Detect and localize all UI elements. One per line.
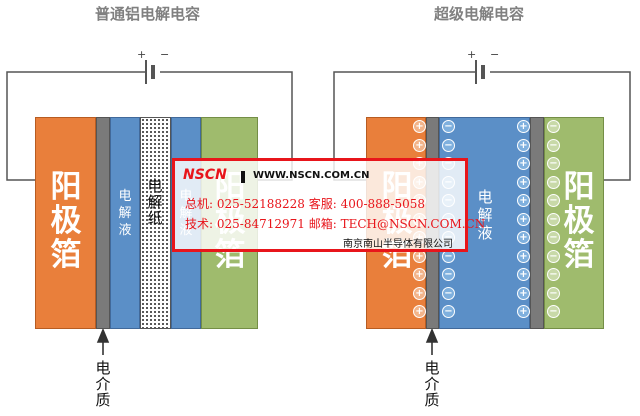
left-battery-minus: − — [160, 48, 169, 61]
electrolyte-positive-ion: + — [517, 175, 530, 189]
left-anode-foil-label: 阳极箔 — [50, 169, 82, 273]
left-electrolytic-paper: 电解纸 — [140, 117, 171, 329]
left-paper-label: 电解纸 — [147, 177, 163, 227]
left-electrolyte-a-label: 电解液 — [118, 189, 132, 238]
cathode-negative-ion: − — [547, 212, 560, 226]
watermark-overlay: NSCN WWW.NSCN.COM.CN 总机: 025-52188228 客服… — [172, 158, 485, 252]
right-battery-minus: − — [490, 48, 499, 61]
electrolyte-negative-ion: − — [442, 268, 455, 281]
right-battery-plus: + — [467, 48, 476, 61]
cathode-negative-ion: − — [547, 120, 560, 133]
left-anode-foil: 阳极箔 — [35, 117, 96, 329]
left-battery-plus: + — [137, 48, 146, 61]
cathode-negative-ion: − — [547, 194, 560, 207]
electrolyte-positive-ion: + — [517, 305, 530, 318]
electrolyte-positive-ion: + — [517, 157, 530, 170]
electrolyte-negative-ion: − — [442, 120, 455, 133]
title-super-capacitor: 超级电解电容 — [434, 5, 525, 23]
cathode-negative-ion: − — [547, 305, 560, 318]
anode-positive-ion: + — [413, 268, 426, 281]
cathode-negative-ion: − — [547, 249, 560, 263]
right-cathode-foil-label: 阳极箔 — [563, 169, 595, 273]
right-electrolyte-label: 电解液 — [477, 188, 493, 242]
left-dielectric-caption: 电介质 — [95, 359, 111, 409]
electrolyte-positive-ion: + — [517, 194, 530, 207]
watermark-contact-line-1: 总机: 025-52188228 客服: 400-888-5058 — [185, 197, 426, 211]
electrolyte-positive-ion: + — [517, 249, 530, 263]
cathode-negative-ion: − — [547, 286, 560, 300]
anode-positive-ion: + — [413, 286, 426, 300]
right-dielectric-caption: 电介质 — [424, 359, 440, 409]
electrolyte-positive-ion: + — [517, 268, 530, 281]
electrolyte-positive-ion: + — [517, 138, 530, 152]
anode-positive-ion: + — [413, 249, 426, 263]
electrolyte-negative-ion: − — [442, 138, 455, 152]
cathode-negative-ion: − — [547, 175, 560, 189]
electrolyte-positive-ion: + — [517, 286, 530, 300]
watermark-contact-line-2: 技术: 025-84712971 邮箱: TECH@NSCN.COM.CN — [185, 217, 486, 231]
watermark-divider — [241, 171, 245, 183]
watermark-logo: NSCN — [183, 167, 227, 183]
electrolyte-negative-ion: − — [442, 305, 455, 318]
watermark-company: 南京南山半导体有限公司 — [343, 239, 453, 250]
anode-positive-ion: + — [413, 305, 426, 318]
right-cathode-foil: 阳极箔 — [544, 117, 604, 329]
right-dielectric-right — [530, 117, 544, 329]
cathode-negative-ion: − — [547, 138, 560, 152]
left-wire-left — [6, 71, 146, 181]
anode-positive-ion: + — [413, 120, 426, 133]
anode-positive-ion: + — [413, 138, 426, 152]
cathode-negative-ion: − — [547, 157, 560, 170]
cathode-negative-ion: − — [547, 231, 560, 244]
title-standard-capacitor: 普通铝电解电容 — [95, 5, 201, 23]
cathode-negative-ion: − — [547, 268, 560, 281]
right-wire-right — [490, 71, 631, 181]
watermark-url: WWW.NSCN.COM.CN — [253, 170, 370, 181]
left-electrolyte-a: 电解液 — [110, 117, 140, 329]
electrolyte-positive-ion: + — [517, 231, 530, 244]
electrolyte-positive-ion: + — [517, 212, 530, 226]
left-dielectric-layer — [96, 117, 110, 329]
electrolyte-negative-ion: − — [442, 286, 455, 300]
electrolyte-positive-ion: + — [517, 120, 530, 133]
